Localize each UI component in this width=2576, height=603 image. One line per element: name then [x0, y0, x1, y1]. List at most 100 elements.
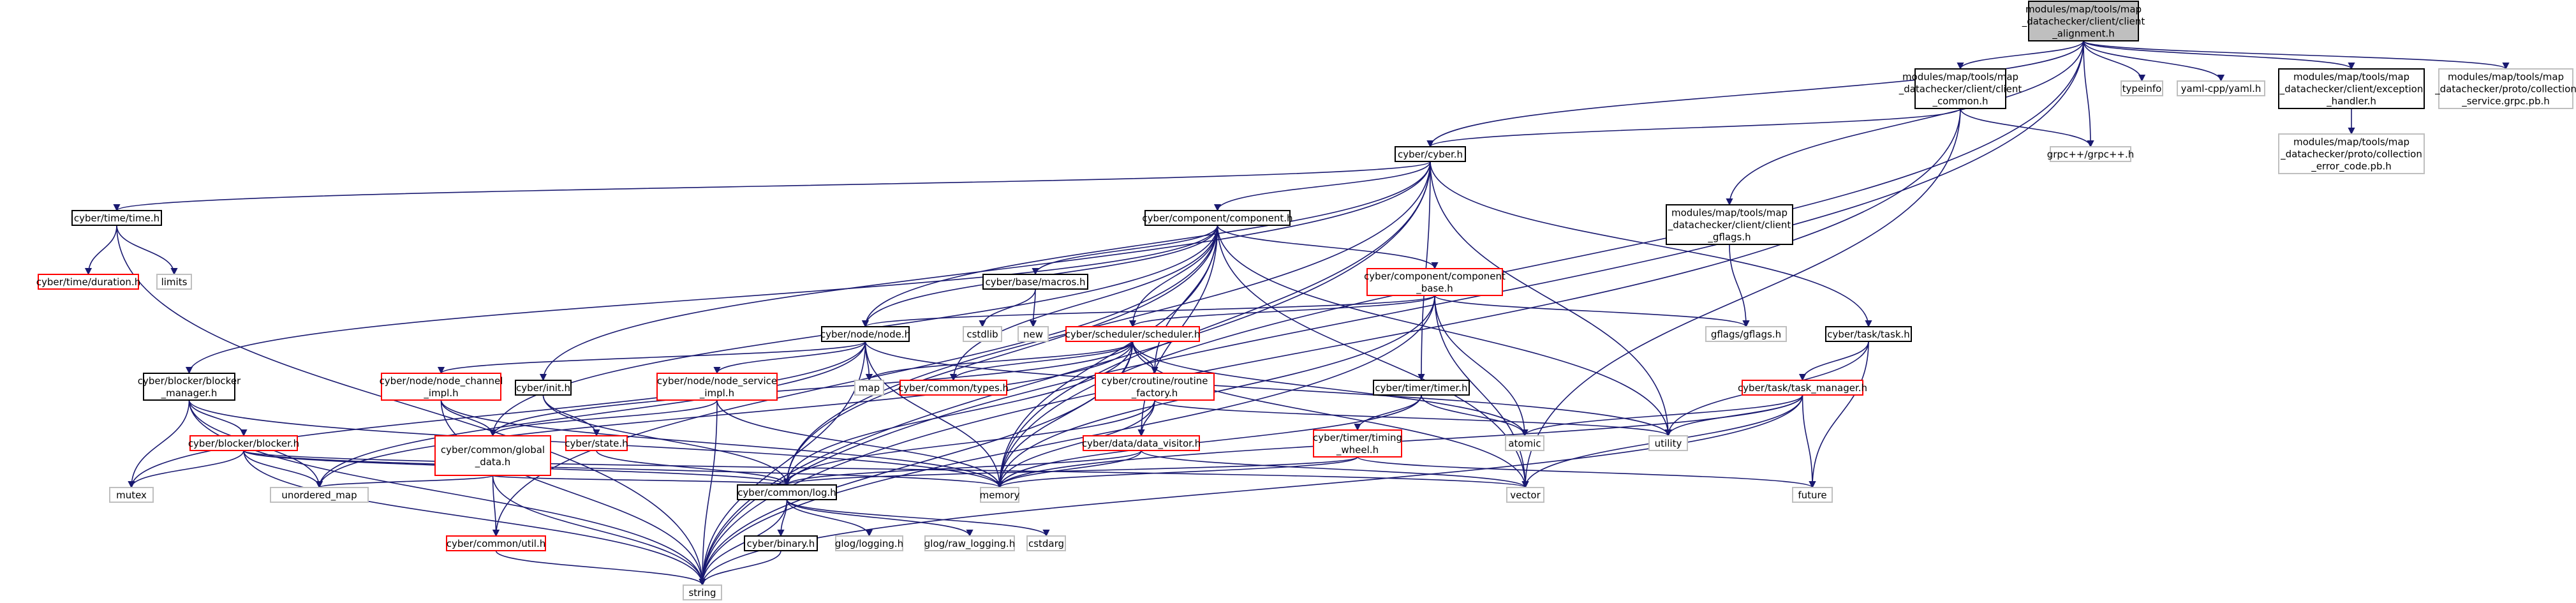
edge-init-to-log	[542, 394, 791, 486]
node-component[interactable]: cyber/component/component.h	[1142, 210, 1293, 226]
edge-node-to-unordered_map	[315, 341, 866, 489]
node-box	[924, 535, 1015, 551]
node-label-line: gflags/gflags.h	[1711, 329, 1781, 340]
edge-task-to-task_manager	[1798, 341, 1869, 382]
edge-arrow	[1029, 288, 1037, 328]
node-component-base[interactable]: cyber/component/component_base.h	[1364, 268, 1506, 296]
node-node[interactable]: cyber/node/node.h	[820, 326, 910, 342]
node-label-line: _impl.h	[423, 387, 458, 399]
node-node-service[interactable]: cyber/node/node_service_impl.h	[656, 373, 778, 401]
node-limits: limits	[156, 274, 192, 290]
node-box	[821, 326, 910, 342]
node-box	[565, 435, 628, 451]
node-task-manager[interactable]: cyber/task/task_manager.h	[1738, 380, 1867, 396]
node-label-line: _error_code.pb.h	[2311, 161, 2392, 173]
edge-client_gflags-to-gflags	[1729, 244, 1750, 328]
edge-arrow	[489, 399, 718, 437]
edge-arrow	[128, 450, 244, 489]
edge-arrow	[315, 341, 866, 489]
node-duration[interactable]: cyber/time/duration.h	[36, 274, 140, 290]
edge-component_base-to-gflags	[1434, 295, 1750, 328]
node-binary[interactable]: cyber/binary.h	[744, 535, 818, 551]
node-client-gflags[interactable]: modules/map/tools/map_datachecker/client…	[1666, 204, 1793, 245]
node-mutex: mutex	[109, 487, 154, 503]
edge-arrow	[188, 399, 706, 586]
edge-arrow	[866, 341, 1134, 382]
edge-client_common-to-string	[699, 108, 1961, 586]
edge-client_common-to-grpcpp	[1960, 108, 2094, 148]
edge-arrow	[489, 341, 1134, 437]
node-label-line: cyber/task/task_manager.h	[1738, 382, 1867, 394]
node-box	[835, 535, 903, 551]
node-label-line: cyber/data/data_visitor.h	[1082, 438, 1201, 450]
node-box	[109, 487, 154, 503]
node-box	[1914, 68, 2006, 109]
edge-arrow	[699, 40, 2084, 586]
node-timing-wheel[interactable]: cyber/timer/timing_wheel.h	[1313, 429, 1402, 458]
edge-arrow	[783, 341, 1134, 486]
edge-arrow	[128, 341, 866, 489]
node-global-data[interactable]: cyber/common/global_data.h	[434, 435, 551, 476]
edge-arrow	[1809, 341, 1869, 489]
node-macros[interactable]: cyber/base/macros.h	[982, 274, 1088, 290]
node-box	[737, 484, 837, 500]
node-exception[interactable]: modules/map/tools/map_datachecker/client…	[2278, 68, 2425, 109]
edge-log-to-cstdarg	[786, 499, 1050, 537]
node-data-visitor[interactable]: cyber/data/data_visitor.h	[1082, 435, 1201, 451]
node-time[interactable]: cyber/time/time.h	[71, 210, 162, 226]
edge-scheduler-to-global_data	[489, 341, 1134, 437]
edge-cyber-to-task	[1430, 161, 1872, 328]
node-root[interactable]: modules/map/tools/map_datachecker/client…	[2022, 1, 2145, 41]
node-cyber[interactable]: cyber/cyber.h	[1395, 146, 1466, 162]
node-utility: utility	[1648, 435, 1688, 451]
node-grpcpp: grpc++/grpc++.h	[2047, 146, 2134, 162]
node-node-channel[interactable]: cyber/node/node_channel_impl.h	[380, 373, 503, 401]
node-label-line: cyber/blocker/blocker.h	[188, 438, 299, 449]
node-state[interactable]: cyber/state.h	[565, 435, 628, 451]
node-box	[1144, 210, 1291, 226]
edge-arrow	[1430, 161, 1872, 328]
node-label-line: _impl.h	[699, 387, 734, 399]
edge-util-to-string	[495, 550, 706, 586]
node-task[interactable]: cyber/task/task.h	[1825, 326, 1912, 342]
node-box	[71, 210, 162, 226]
node-timer[interactable]: cyber/timer/timer.h	[1373, 380, 1470, 396]
node-label-line: _wheel.h	[1336, 444, 1379, 456]
node-label-line: _datachecker/client/exception	[2279, 84, 2424, 96]
node-client-common[interactable]: modules/map/tools/map_datachecker/client…	[1899, 68, 2022, 109]
edge-arrow	[542, 394, 791, 486]
node-label-line: vector	[1510, 489, 1541, 501]
edge-root-to-cyber	[1426, 40, 2084, 148]
edge-arrow	[699, 108, 1961, 586]
node-util[interactable]: cyber/common/util.h	[446, 535, 546, 551]
node-label-line: yaml-cpp/yaml.h	[2181, 83, 2261, 94]
node-label-line: limits	[161, 276, 188, 288]
node-new: new	[1018, 326, 1049, 342]
node-types[interactable]: cyber/common/types.h	[898, 380, 1009, 396]
node-box	[2278, 133, 2425, 174]
node-box	[2278, 68, 2425, 109]
edge-root-to-grpcpp	[2083, 40, 2094, 148]
edge-arrow	[713, 341, 866, 375]
node-box	[515, 380, 572, 396]
node-layer: modules/map/tools/map_datachecker/client…	[36, 1, 2576, 600]
edge-arrow	[128, 399, 190, 489]
edge-arrow	[786, 499, 873, 537]
edge-root-to-collection_grpc	[2083, 40, 2510, 70]
node-routine-factory[interactable]: cyber/croutine/routine_factory.h	[1095, 373, 1215, 401]
edge-time-to-string	[116, 225, 706, 586]
edge-node-to-utility	[864, 341, 1672, 437]
node-log[interactable]: cyber/common/log.h	[737, 484, 837, 500]
node-label-line: cyber/time/duration.h	[36, 276, 140, 288]
edge-node-to-memory	[864, 341, 1003, 489]
node-blocker[interactable]: cyber/blocker/blocker.h	[188, 435, 299, 451]
edge-component-to-types	[949, 225, 1218, 382]
node-box	[270, 487, 369, 503]
node-blocker-manager[interactable]: cyber/blocker/blocker_manager.h	[138, 373, 241, 401]
node-init[interactable]: cyber/init.h	[515, 380, 572, 396]
edge-arrow	[783, 456, 1358, 486]
node-label-line: new	[1023, 329, 1043, 340]
node-scheduler[interactable]: cyber/scheduler/scheduler.h	[1065, 326, 1201, 342]
edge-time-to-limits	[116, 225, 178, 276]
node-label-line: mutex	[116, 489, 147, 501]
